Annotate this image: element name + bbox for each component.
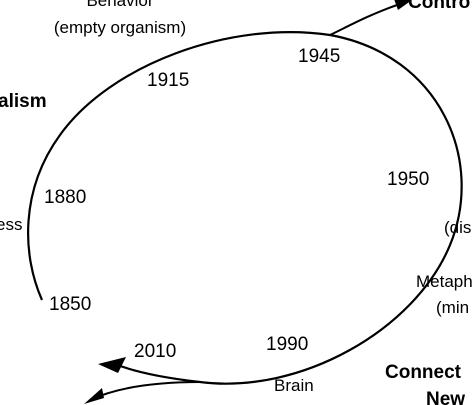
year-1945: 1945 xyxy=(298,46,340,67)
mid-arrowhead-icon xyxy=(98,357,126,373)
empty-organism-label: (empty organism) xyxy=(54,18,186,37)
new-label: New xyxy=(426,389,465,405)
brain-label: Brain xyxy=(274,376,314,395)
year-1990: 1990 xyxy=(266,334,308,355)
year-2010: 2010 xyxy=(134,341,176,362)
connect-label: Connect xyxy=(385,362,462,383)
top-arrowhead-icon xyxy=(394,0,412,10)
top-right-cut-label: Contro xyxy=(408,0,470,13)
year-1950: 1950 xyxy=(387,169,429,190)
lower-arrowhead-icon xyxy=(84,388,104,404)
top-arrow-line xyxy=(329,3,401,36)
lower-arrow-line xyxy=(89,381,201,401)
behavior-label: Behavior xyxy=(86,0,153,10)
alism-label: alism xyxy=(0,91,47,112)
mind-label: (min xyxy=(436,298,469,317)
ess-label: ess xyxy=(0,215,22,234)
year-1850: 1850 xyxy=(49,294,91,315)
year-1880: 1880 xyxy=(44,187,86,208)
spiral-curve xyxy=(26,31,463,385)
disc-label: (dis xyxy=(444,218,471,237)
metaph-label: Metaph xyxy=(416,272,473,291)
year-1915: 1915 xyxy=(147,70,189,91)
